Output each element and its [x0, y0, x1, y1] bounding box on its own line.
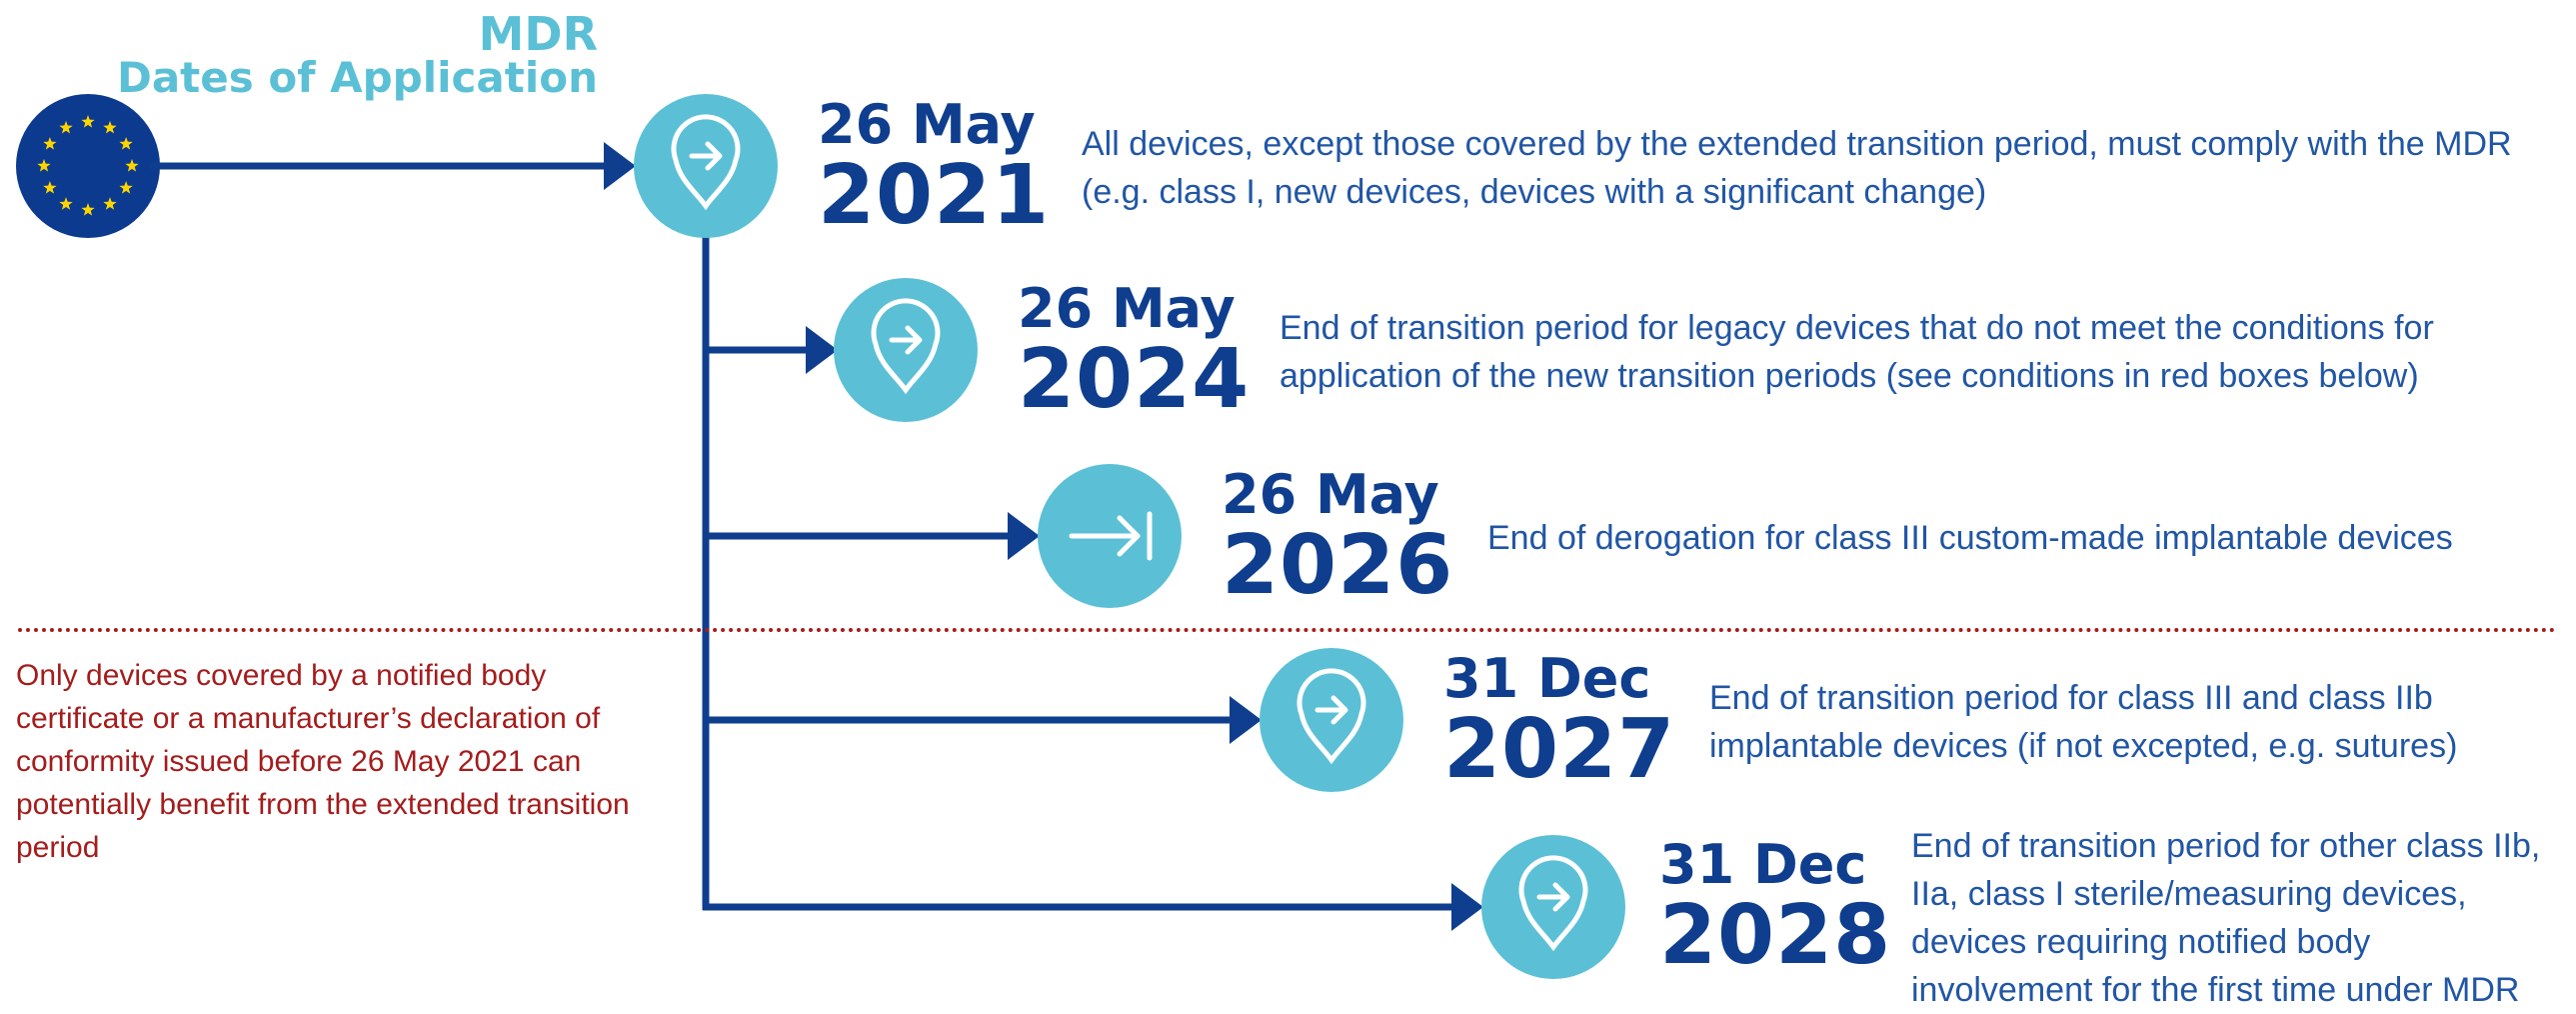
- flag-star: [59, 197, 73, 210]
- date-2028: 31 Dec 2028: [1659, 836, 1891, 978]
- milestone-node-2021: [634, 94, 778, 238]
- flag-star: [103, 120, 117, 134]
- flag-star: [119, 137, 133, 150]
- date-year: 2027: [1443, 702, 1676, 797]
- date-year: 2024: [1018, 332, 1251, 427]
- transition-eligibility-note: Only devices covered by a notified body …: [16, 659, 630, 864]
- date-2026: 26 May 2026: [1222, 466, 1453, 608]
- arrowhead-2024: [806, 326, 838, 374]
- flag-star: [59, 120, 73, 134]
- diagram-title-dates: Dates of Application: [116, 53, 598, 102]
- milestone-node-2027: [1260, 648, 1403, 792]
- date-day: 26 May: [1222, 463, 1439, 526]
- arrow-pin-icon: [671, 114, 741, 211]
- date-year: 2021: [818, 148, 1051, 243]
- date-day: 26 May: [1018, 277, 1236, 340]
- milestone-description-2027: End of transition period for class III a…: [1709, 679, 2458, 765]
- flag-star: [43, 137, 57, 150]
- date-year: 2028: [1659, 888, 1892, 983]
- flag-star: [119, 181, 133, 194]
- flag-star: [81, 203, 95, 216]
- milestone-description-2026: End of derogation for class III custom-m…: [1487, 519, 2453, 557]
- date-year: 2026: [1222, 518, 1454, 613]
- milestone-description-2024: End of transition period for legacy devi…: [1280, 309, 2434, 395]
- arrow-to-bar-icon: [1069, 511, 1153, 561]
- flag-star: [37, 159, 51, 172]
- date-2024: 26 May 2024: [1018, 280, 1250, 422]
- flag-star: [125, 159, 139, 172]
- arrowhead-2021: [604, 142, 636, 190]
- dotted-divider: [18, 628, 2557, 632]
- arrow-pin-icon: [1296, 668, 1366, 765]
- flag-star: [43, 181, 57, 194]
- arrow-pin-icon: [1518, 855, 1588, 952]
- eu-flag-icon: [16, 94, 160, 238]
- arrowhead-2027: [1230, 696, 1262, 744]
- date-2021: 26 May 2021: [818, 96, 1050, 238]
- date-2027: 31 Dec 2027: [1443, 650, 1675, 792]
- date-day: 26 May: [818, 93, 1036, 156]
- milestone-node-2028: [1481, 835, 1625, 979]
- milestone-node-2024: [834, 278, 978, 422]
- milestone-node-2026: [1038, 464, 1182, 608]
- flag-star: [81, 115, 95, 128]
- milestone-description-2021: All devices, except those covered by the…: [1082, 125, 2512, 211]
- arrow-pin-icon: [871, 298, 941, 395]
- arrowhead-2026: [1008, 512, 1040, 560]
- date-day: 31 Dec: [1443, 647, 1651, 710]
- diagram-title-mdr: MDR: [478, 7, 598, 61]
- date-day: 31 Dec: [1659, 833, 1867, 896]
- milestone-description-2028: End of transition period for other class…: [1911, 827, 2541, 1009]
- flag-star: [103, 197, 117, 210]
- arrowhead-2028: [1451, 883, 1483, 931]
